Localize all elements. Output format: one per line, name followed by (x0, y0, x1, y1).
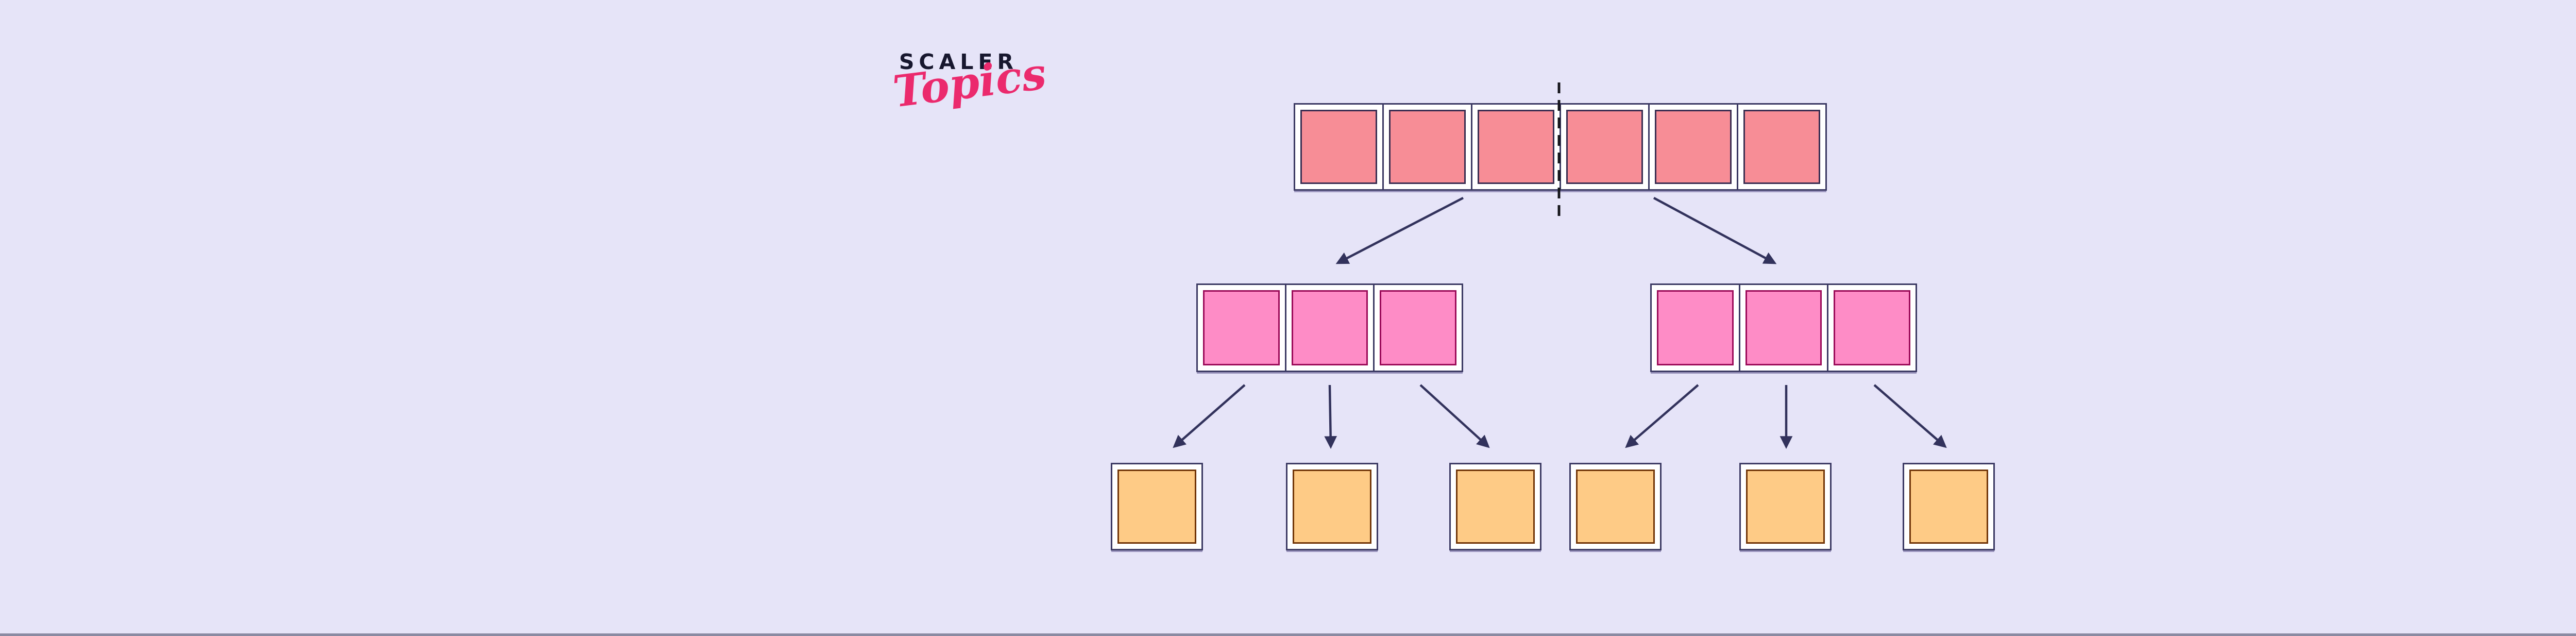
array-block-element-2 (1286, 463, 1378, 550)
array-block-element-1 (1111, 463, 1203, 550)
logo-text-scaler: SCALER (899, 49, 1019, 74)
array-cell (1375, 285, 1462, 371)
array-block-left-half (1196, 283, 1463, 372)
array-cell (1904, 464, 1993, 549)
array-cell (1472, 105, 1561, 189)
array-cell-fill (1203, 290, 1280, 365)
bottom-rule (0, 633, 2576, 636)
array-cell-fill (1834, 290, 1911, 365)
array-block-root (1294, 103, 1827, 191)
array-cell (1741, 464, 1830, 549)
array-cell (1451, 464, 1540, 549)
array-cell (1652, 285, 1740, 371)
split-arrow (1335, 197, 1464, 264)
split-arrow (1419, 384, 1490, 448)
array-cell (1561, 105, 1650, 189)
array-cell (1287, 464, 1377, 549)
array-cell-fill (1456, 470, 1535, 544)
array-cell (1198, 285, 1286, 371)
array-cell (1571, 464, 1660, 549)
array-cell-fill (1566, 110, 1643, 184)
split-arrow (1324, 384, 1337, 449)
array-cell (1650, 105, 1738, 189)
array-cell-fill (1657, 290, 1734, 365)
array-cell (1295, 105, 1384, 189)
split-arrow (1873, 384, 1947, 448)
array-block-right-half (1650, 283, 1917, 372)
split-arrow (1653, 197, 1777, 264)
array-block-element-3 (1449, 463, 1541, 550)
array-cell (1828, 285, 1916, 371)
array-cell-fill (1293, 470, 1371, 544)
array-cell-fill (1745, 290, 1822, 365)
array-cell-fill (1117, 470, 1196, 544)
split-arrow (1625, 384, 1699, 448)
array-cell-fill (1909, 470, 1988, 544)
array-cell (1384, 105, 1472, 189)
array-cell-fill (1291, 290, 1368, 365)
array-cell (1286, 285, 1375, 371)
array-cell-fill (1746, 470, 1825, 544)
array-cell-fill (1743, 110, 1820, 184)
array-cell (1112, 464, 1201, 549)
scaler-topics-logo: SCALER Topics (890, 48, 1049, 118)
array-block-element-6 (1903, 463, 1995, 550)
array-cell-fill (1389, 110, 1466, 184)
array-cell-fill (1380, 290, 1457, 365)
array-cell-fill (1478, 110, 1554, 184)
array-block-element-5 (1739, 463, 1832, 550)
array-cell (1738, 105, 1825, 189)
array-cell-fill (1300, 110, 1377, 184)
array-cell-fill (1576, 470, 1655, 544)
split-arrow (1173, 384, 1246, 448)
array-cell (1740, 285, 1829, 371)
array-block-element-4 (1569, 463, 1662, 550)
array-cell-fill (1655, 110, 1732, 184)
